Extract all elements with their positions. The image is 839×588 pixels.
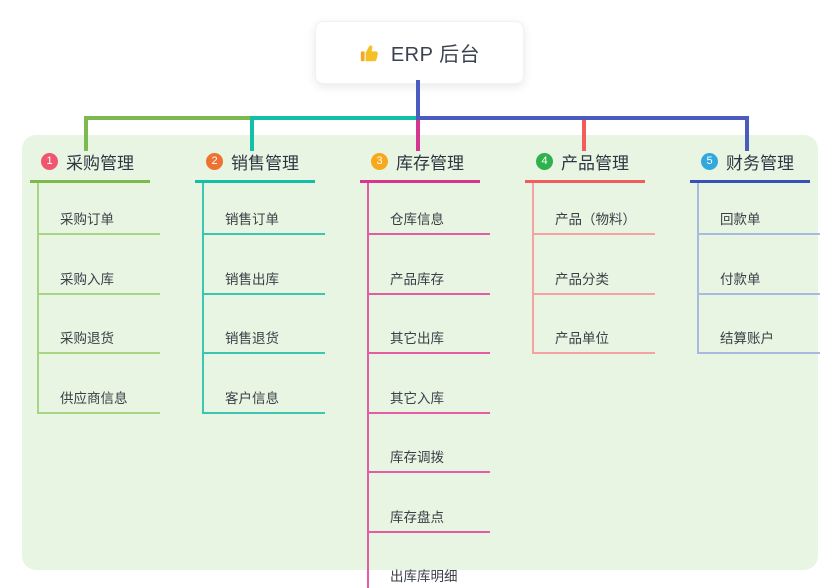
child-node[interactable]: 采购入库 <box>39 235 160 295</box>
child-node[interactable]: 客户信息 <box>204 354 325 414</box>
connector-drop-product <box>582 120 586 151</box>
branch-children-product: 产品（物料） 产品分类产品单位 <box>532 183 655 354</box>
child-node[interactable]: 采购订单 <box>39 183 160 235</box>
branch-node-label: 财务管理 <box>726 154 794 173</box>
child-node[interactable]: 其它出库 <box>369 295 490 354</box>
child-node[interactable]: 库存盘点 <box>369 473 490 533</box>
child-node-label: 回款单 <box>720 212 761 227</box>
branch-product: 4 产品管理产品（物料） 产品分类产品单位 <box>525 146 655 354</box>
branch-node-purchase[interactable]: 1 采购管理 <box>30 146 150 183</box>
child-node-label: 销售订单 <box>225 212 279 227</box>
child-node-label: 采购退货 <box>60 331 114 346</box>
connector-root-drop <box>416 80 420 118</box>
branch-node-finance[interactable]: 5 财务管理 <box>690 146 810 183</box>
child-node[interactable]: 仓库信息 <box>369 183 490 235</box>
connector-trunk-purchase <box>84 116 254 120</box>
child-node[interactable]: 销售退货 <box>204 295 325 354</box>
child-node-label: 出库库明细 <box>390 569 458 584</box>
branch-node-label: 销售管理 <box>231 154 299 173</box>
connector-trunk-sales <box>250 116 418 120</box>
branch-number-badge: 4 <box>536 153 553 170</box>
branch-node-label: 库存管理 <box>396 154 464 173</box>
branch-node-sales[interactable]: 2 销售管理 <box>195 146 315 183</box>
connector-drop-sales <box>250 116 254 151</box>
child-node-label: 产品（物料） <box>555 212 636 227</box>
branch-inventory: 3 库存管理仓库信息产品库存其它出库其它入库库存调拨库存盘点出库库明细 <box>360 146 490 588</box>
child-node[interactable]: 产品单位 <box>534 295 655 354</box>
child-node[interactable]: 库存调拨 <box>369 414 490 473</box>
child-node-label: 仓库信息 <box>390 212 444 227</box>
child-node[interactable]: 其它入库 <box>369 354 490 414</box>
child-node[interactable]: 付款单 <box>699 235 820 295</box>
child-node[interactable]: 出库库明细 <box>369 533 490 588</box>
branch-number-badge: 5 <box>701 153 718 170</box>
child-node[interactable]: 产品（物料） <box>534 183 655 235</box>
branch-children-finance: 回款单付款单结算账户 <box>697 183 820 354</box>
child-node[interactable]: 销售出库 <box>204 235 325 295</box>
branch-children-inventory: 仓库信息产品库存其它出库其它入库库存调拨库存盘点出库库明细 <box>367 183 490 588</box>
child-node-label: 客户信息 <box>225 390 279 406</box>
root-node-label: ERP 后台 <box>390 44 481 66</box>
branch-children-purchase: 采购订单采购入库采购退货供应商信息 <box>37 183 160 414</box>
child-node[interactable]: 产品分类 <box>534 235 655 295</box>
connector-drop-purchase <box>84 116 88 151</box>
child-node-label: 库存调拨 <box>390 450 444 465</box>
branch-children-sales: 销售订单销售出库销售退货客户信息 <box>202 183 325 414</box>
branch-node-inventory[interactable]: 3 库存管理 <box>360 146 480 183</box>
child-node[interactable]: 回款单 <box>699 183 820 235</box>
branch-node-label: 采购管理 <box>66 154 134 173</box>
child-node-label: 销售退货 <box>225 331 279 346</box>
branch-node-product[interactable]: 4 产品管理 <box>525 146 645 183</box>
branch-number-badge: 2 <box>206 153 223 170</box>
child-node-label: 其它出库 <box>390 331 444 346</box>
child-node-label: 销售出库 <box>225 271 279 287</box>
branch-purchase: 1 采购管理采购订单采购入库采购退货供应商信息 <box>30 146 160 414</box>
branch-finance: 5 财务管理回款单付款单结算账户 <box>690 146 820 354</box>
child-node-label: 产品库存 <box>390 271 444 287</box>
branch-node-label: 产品管理 <box>561 154 629 173</box>
child-node-label: 结算账户 <box>720 331 774 346</box>
branch-number-badge: 1 <box>41 153 58 170</box>
child-node[interactable]: 采购退货 <box>39 295 160 354</box>
root-node[interactable]: ERP 后台 <box>315 21 524 84</box>
branch-sales: 2 销售管理销售订单销售出库销售退货客户信息 <box>195 146 325 414</box>
connector-drop-inventory <box>416 120 420 151</box>
child-node-label: 付款单 <box>720 271 761 287</box>
thumbs-up-icon <box>359 42 381 64</box>
child-node-label: 采购订单 <box>60 212 114 227</box>
connector-trunk-right <box>416 116 749 120</box>
child-node[interactable]: 供应商信息 <box>39 354 160 414</box>
child-node-label: 其它入库 <box>390 390 444 406</box>
child-node[interactable]: 产品库存 <box>369 235 490 295</box>
child-node[interactable]: 结算账户 <box>699 295 820 354</box>
child-node-label: 库存盘点 <box>390 509 444 525</box>
child-node-label: 产品单位 <box>555 331 609 346</box>
branch-number-badge: 3 <box>371 153 388 170</box>
connector-drop-finance <box>745 116 749 151</box>
child-node-label: 采购入库 <box>60 271 114 287</box>
child-node[interactable]: 销售订单 <box>204 183 325 235</box>
child-node-label: 产品分类 <box>555 271 609 287</box>
child-node-label: 供应商信息 <box>60 390 128 406</box>
